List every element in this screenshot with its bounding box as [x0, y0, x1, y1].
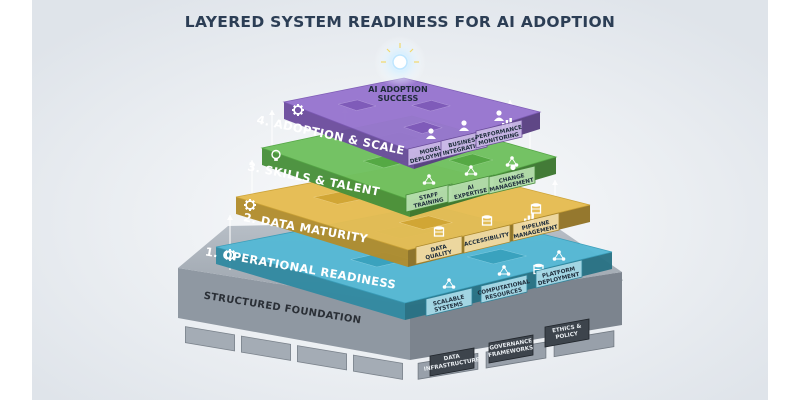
- network-icon: [497, 265, 511, 276]
- layer-front-face: [262, 148, 410, 217]
- user-icon: [459, 120, 469, 131]
- module-panel: [512, 212, 560, 242]
- pillar-text: DATA: [443, 354, 461, 363]
- layer-front-face: [216, 247, 405, 320]
- module-panel: [463, 224, 511, 254]
- layer-front-face: [284, 102, 414, 169]
- pillar-text: ETHICS &: [552, 323, 582, 334]
- lightbulb-peak-icon: [392, 54, 408, 70]
- pillar-panel: [429, 347, 475, 377]
- module-panel: [440, 129, 488, 159]
- foundation-block: [296, 345, 348, 371]
- layer-grid-block: [402, 121, 444, 134]
- module-panel: [425, 287, 473, 317]
- peak-line-1: AI ADOPTION: [368, 85, 427, 94]
- network-icon: [505, 156, 519, 167]
- arrow-head: [269, 110, 275, 115]
- peak-line-2: SUCCESS: [378, 94, 419, 103]
- pillar-panel: [544, 318, 590, 348]
- module-text: CHANGE: [498, 173, 525, 185]
- page-title: LAYERED SYSTEM READINESS FOR AI ADOPTION: [185, 13, 615, 31]
- database-icon: [481, 215, 493, 226]
- lightbulb-icon: [271, 149, 281, 161]
- foundation-block: [352, 354, 404, 380]
- layer-grid-block: [448, 153, 494, 167]
- module-panel: [488, 165, 536, 195]
- layer-top-face: [282, 77, 542, 153]
- layer-grid-block: [398, 215, 454, 230]
- foundation-block: [184, 326, 236, 352]
- arrow-head: [249, 160, 255, 165]
- layer-front-face: [236, 197, 408, 267]
- module-text: AI: [467, 184, 475, 191]
- gear-icon: [292, 104, 304, 116]
- module-panel: [535, 259, 583, 289]
- layer-2-module-2: ACCESSIBILITY: [463, 215, 511, 254]
- database-icon: [530, 203, 542, 214]
- pillar-text: POLICY: [555, 331, 579, 341]
- foundation-block: [553, 330, 615, 358]
- arrow-head: [552, 180, 558, 185]
- network-icon: [422, 174, 436, 185]
- database-icon: [433, 226, 445, 237]
- module-text: STAFF: [419, 192, 439, 202]
- layer-grid-block: [337, 99, 377, 111]
- gear-icon: [244, 199, 256, 211]
- foundation-block: [240, 335, 292, 361]
- network-icon: [464, 165, 478, 176]
- pillar-3: ETHICS &POLICY: [544, 318, 590, 348]
- module-panel: [475, 119, 523, 149]
- module-panel: [415, 235, 463, 265]
- gear-icon: [224, 249, 236, 261]
- user-icon: [426, 128, 436, 139]
- network-icon: [552, 250, 566, 261]
- sun-rays: [381, 43, 419, 63]
- layer-grid-block: [410, 100, 452, 112]
- pillar-panel: [488, 334, 534, 364]
- network-icon: [442, 278, 456, 289]
- module-text: MODEL: [419, 145, 443, 156]
- arrow-head: [227, 215, 233, 220]
- module-text: DATA: [430, 244, 448, 254]
- user-icon: [494, 110, 504, 121]
- layer-grid-block: [467, 248, 527, 265]
- module-panel: [480, 274, 528, 304]
- peak: AI ADOPTION SUCCESS: [368, 36, 428, 103]
